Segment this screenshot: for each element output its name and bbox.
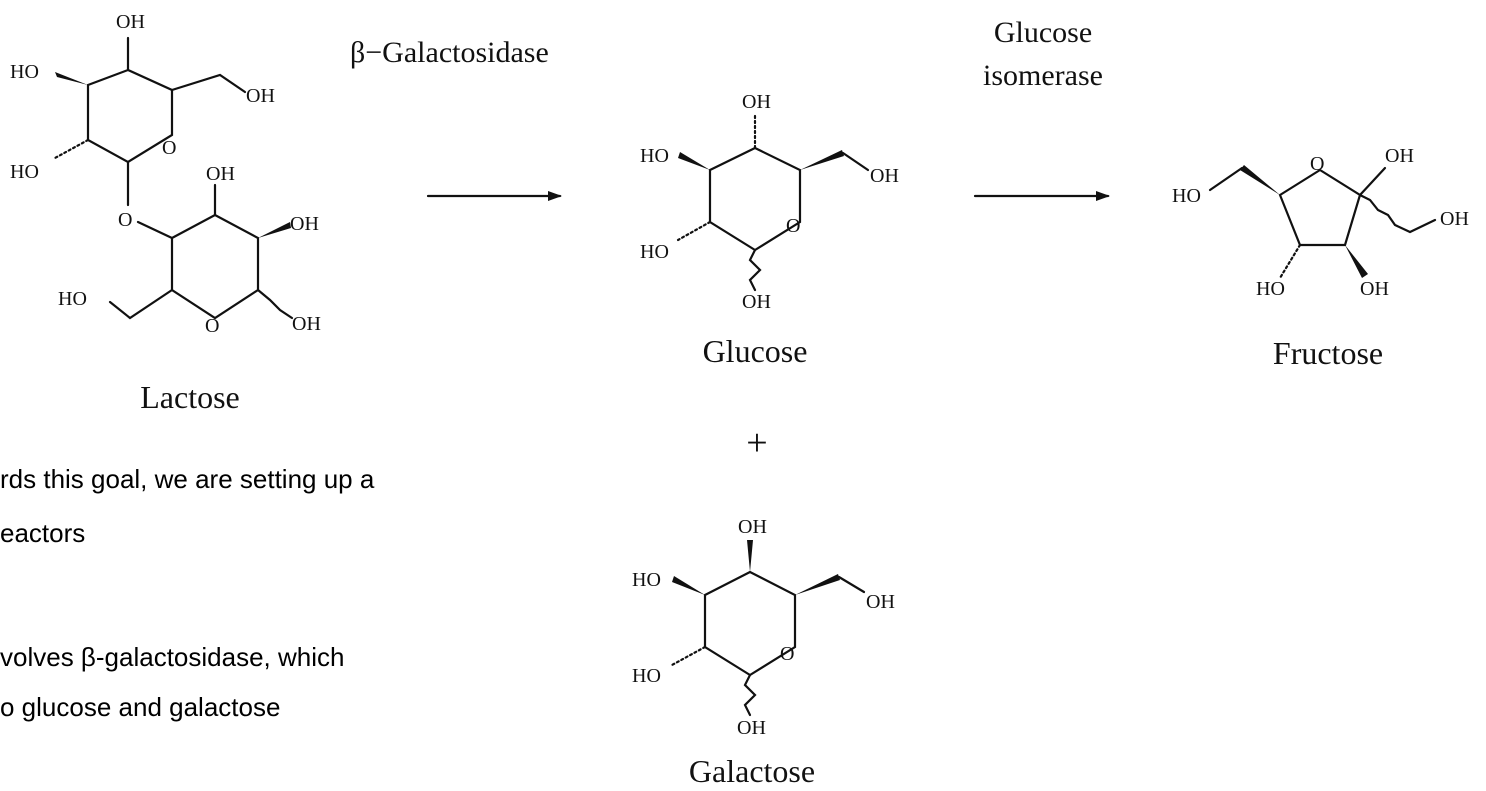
atom-o: O: [205, 315, 219, 337]
glucose-label: Glucose: [703, 333, 808, 369]
wedge-bond: [672, 576, 705, 595]
wedge-bond: [747, 540, 753, 572]
atom-ho: HO: [58, 288, 87, 310]
atom-oh: OH: [738, 516, 767, 538]
atom-oh: OH: [742, 291, 771, 313]
slide-text-line: eactors: [0, 518, 86, 548]
plus-sign: +: [746, 422, 767, 464]
enzyme-beta-galactosidase: β−Galactosidase: [350, 36, 549, 69]
wedge-bond: [800, 150, 844, 170]
atom-oh: OH: [292, 313, 321, 335]
atom-oh: OH: [1440, 208, 1469, 230]
atom-ho: HO: [1172, 185, 1201, 207]
wedge-bond: [1345, 245, 1368, 278]
atom-o: O: [162, 137, 176, 159]
galactose-structure: OH HO OH O HO OH Galactose: [632, 516, 895, 789]
atom-oh: OH: [246, 85, 275, 107]
fructose-label: Fructose: [1273, 335, 1383, 371]
slide-text-line: volves β-galactosidase, which: [0, 642, 345, 672]
lactose-label: Lactose: [140, 379, 240, 415]
atom-o: O: [786, 215, 800, 237]
atom-oh: OH: [737, 717, 766, 739]
lactose-structure: OH HO OH O HO OH O OH HO O OH Lactose: [10, 11, 321, 415]
atom-o: O: [118, 209, 132, 231]
atom-oh: OH: [290, 213, 319, 235]
atom-oh: OH: [870, 165, 899, 187]
atom-ho: HO: [640, 145, 669, 167]
atom-ho: HO: [640, 241, 669, 263]
atom-oh: OH: [1385, 145, 1414, 167]
wedge-bond: [795, 574, 840, 595]
wedge-bond: [1240, 165, 1280, 195]
atom-oh: OH: [742, 91, 771, 113]
wedge-bond: [258, 222, 291, 238]
atom-oh: OH: [1360, 278, 1389, 300]
slide-text-line: o glucose and galactose: [0, 692, 281, 722]
enzyme-glucose-isomerase-line2: isomerase: [983, 59, 1103, 92]
atom-ho: HO: [632, 569, 661, 591]
atom-ho: HO: [10, 161, 39, 183]
atom-o: O: [780, 643, 794, 665]
wedge-bond: [55, 72, 88, 85]
atom-oh: OH: [206, 163, 235, 185]
atom-oh: OH: [116, 11, 145, 33]
atom-o: O: [1310, 153, 1324, 175]
galactose-label: Galactose: [689, 753, 815, 789]
atom-oh: OH: [866, 591, 895, 613]
wedge-bond: [678, 152, 710, 170]
enzyme-glucose-isomerase-line1: Glucose: [994, 16, 1092, 49]
atom-ho: HO: [1256, 278, 1285, 300]
slide-text-line: rds this goal, we are setting up a: [0, 464, 375, 494]
atom-ho: HO: [10, 61, 39, 83]
fructose-structure: O OH HO OH HO OH Fructose: [1172, 145, 1469, 371]
glucose-structure: OH HO OH O HO OH Glucose: [640, 91, 899, 369]
atom-ho: HO: [632, 665, 661, 687]
